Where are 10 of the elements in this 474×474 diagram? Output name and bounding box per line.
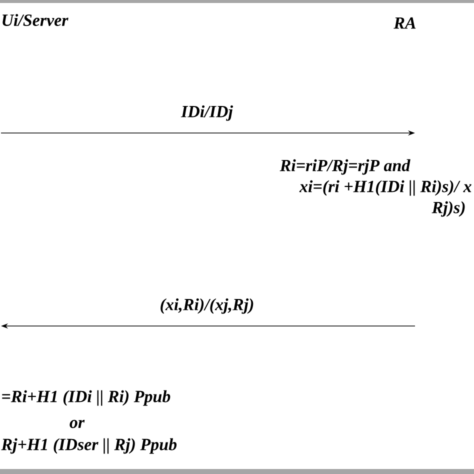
formula-text: or xyxy=(70,420,85,428)
formula-text: =Ri+H1 (IDi || Ri) Ppub xyxy=(2,390,170,406)
message-label: IDi/IDj xyxy=(180,105,234,121)
actor-label: Ui/Server xyxy=(2,14,68,26)
formula-text: xi=(ri +H1(IDi || Ri)s)/ x xyxy=(299,180,472,196)
formula-text: Rj)s) xyxy=(432,201,465,217)
message-label: (xi,Ri)/(xj,Rj) xyxy=(160,298,254,314)
formula-text: Rj+H1 (IDser || Rj) Ppub xyxy=(1,438,177,454)
actor-label: RA xyxy=(394,17,416,29)
formula-text: Ri=riP/Rj=rjP and xyxy=(280,159,410,175)
